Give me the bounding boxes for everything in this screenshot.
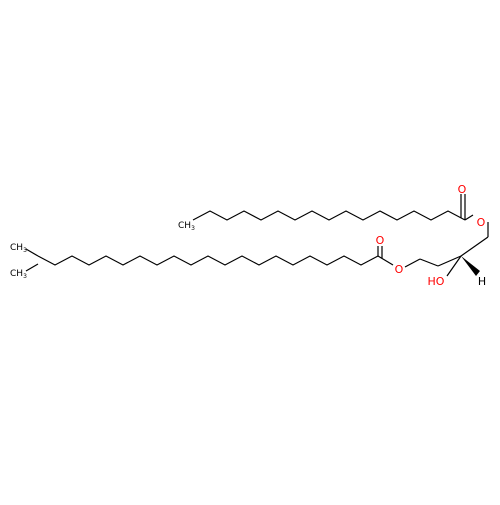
iso-branch-bond-a [25,248,39,257]
upper-acyl-chain [192,194,489,237]
oxygen-carbonyl-lower: O [376,234,385,247]
glycerol-backbone [419,236,489,277]
methyl-upper-label: CH3 [178,221,195,232]
hydrogen-label: H [478,275,486,288]
backbone-bond-1 [419,258,439,267]
hydroxyl-label: HO [428,275,445,288]
oxygen-carbonyl-upper: O [458,183,467,196]
upper-ester-bond-1 [464,214,474,221]
methyl-iso-b-sub: 3 [23,273,27,280]
lower-ester-bond-2 [404,258,421,268]
backbone-bond-2 [437,255,462,267]
backbone-bond-3 [460,236,489,257]
lower-chain-bonds [37,255,379,266]
lower-ester-bond-1 [377,255,394,266]
atom-labels: O O O O HO H CH3 CH3 CH3 [10,183,486,288]
lower-acyl-chain [25,246,421,272]
backbone-bond-oh [446,255,462,277]
stereo-wedge-h [461,256,480,276]
methyl-iso-a-sub: 3 [23,247,27,254]
oxygen-ester-upper: O [477,216,486,229]
oxygen-ester-lower: O [395,263,404,276]
methyl-iso-a-text: CH [10,243,23,253]
methyl-upper-text: CH [178,221,191,231]
upper-chain-bonds [192,210,466,221]
methyl-iso-a-label: CH3 [10,243,27,254]
methyl-iso-b-label: CH3 [10,269,27,280]
methyl-upper-sub: 3 [191,225,195,232]
iso-branch-bond-b [25,263,39,272]
methyl-iso-b-text: CH [10,269,23,279]
